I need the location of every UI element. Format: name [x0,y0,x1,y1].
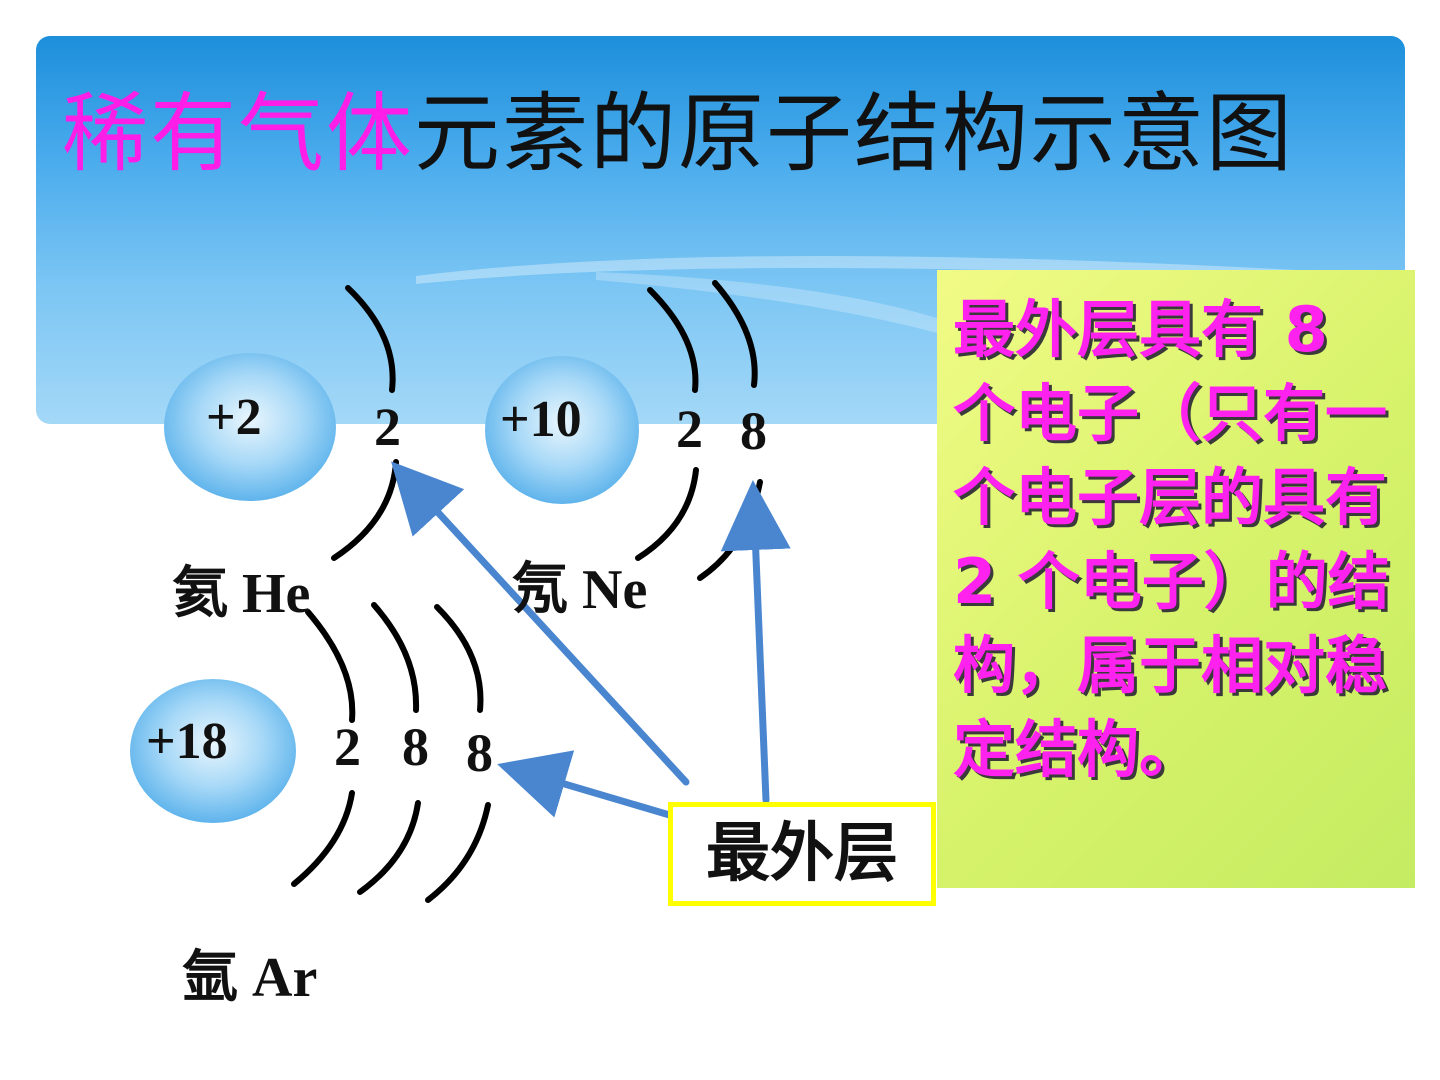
slide-title: 稀有气体元素的原子结构示意图 [62,84,1294,184]
ar-name: 氩 Ar [182,947,318,1009]
he-nucleus-label: +2 [206,389,262,446]
outer-shell-label: 最外层 [668,802,936,906]
ar-shell-3-count: 8 [466,723,493,783]
ne-shell-1-count: 2 [676,399,703,459]
he-nucleus [164,353,336,501]
he-name: 氦 He [172,563,311,625]
ne-shell-2-count: 8 [740,401,767,461]
outer-shell-arrows [391,461,791,828]
he-shell-1-count: 2 [374,397,401,457]
stability-callout: 最外层具有 8 个电子（只有一个电子层的具有 2 个电子）的结构，属于相对稳定结… [937,270,1415,888]
header-swoosh [416,256,1405,366]
ar-shell-1-count: 2 [334,717,361,777]
title-rest: 元素的原子结构示意图 [414,84,1294,184]
ar-nucleus [130,679,296,823]
arrow-to-he [391,461,690,786]
callout-text: 最外层具有 8 个电子（只有一个电子层的具有 2 个电子）的结构，属于相对稳定结… [953,293,1390,786]
title-highlight: 稀有气体 [62,84,414,184]
ar-shell-arcs [291,602,491,903]
ne-nucleus [485,356,639,504]
ne-name: 氖 Ne [512,559,648,621]
arrow-to-ne [720,480,791,804]
ne-nucleus-label: +10 [500,391,582,448]
ar-nucleus-label: +18 [146,713,228,770]
ar-shell-2-count: 8 [402,717,429,777]
